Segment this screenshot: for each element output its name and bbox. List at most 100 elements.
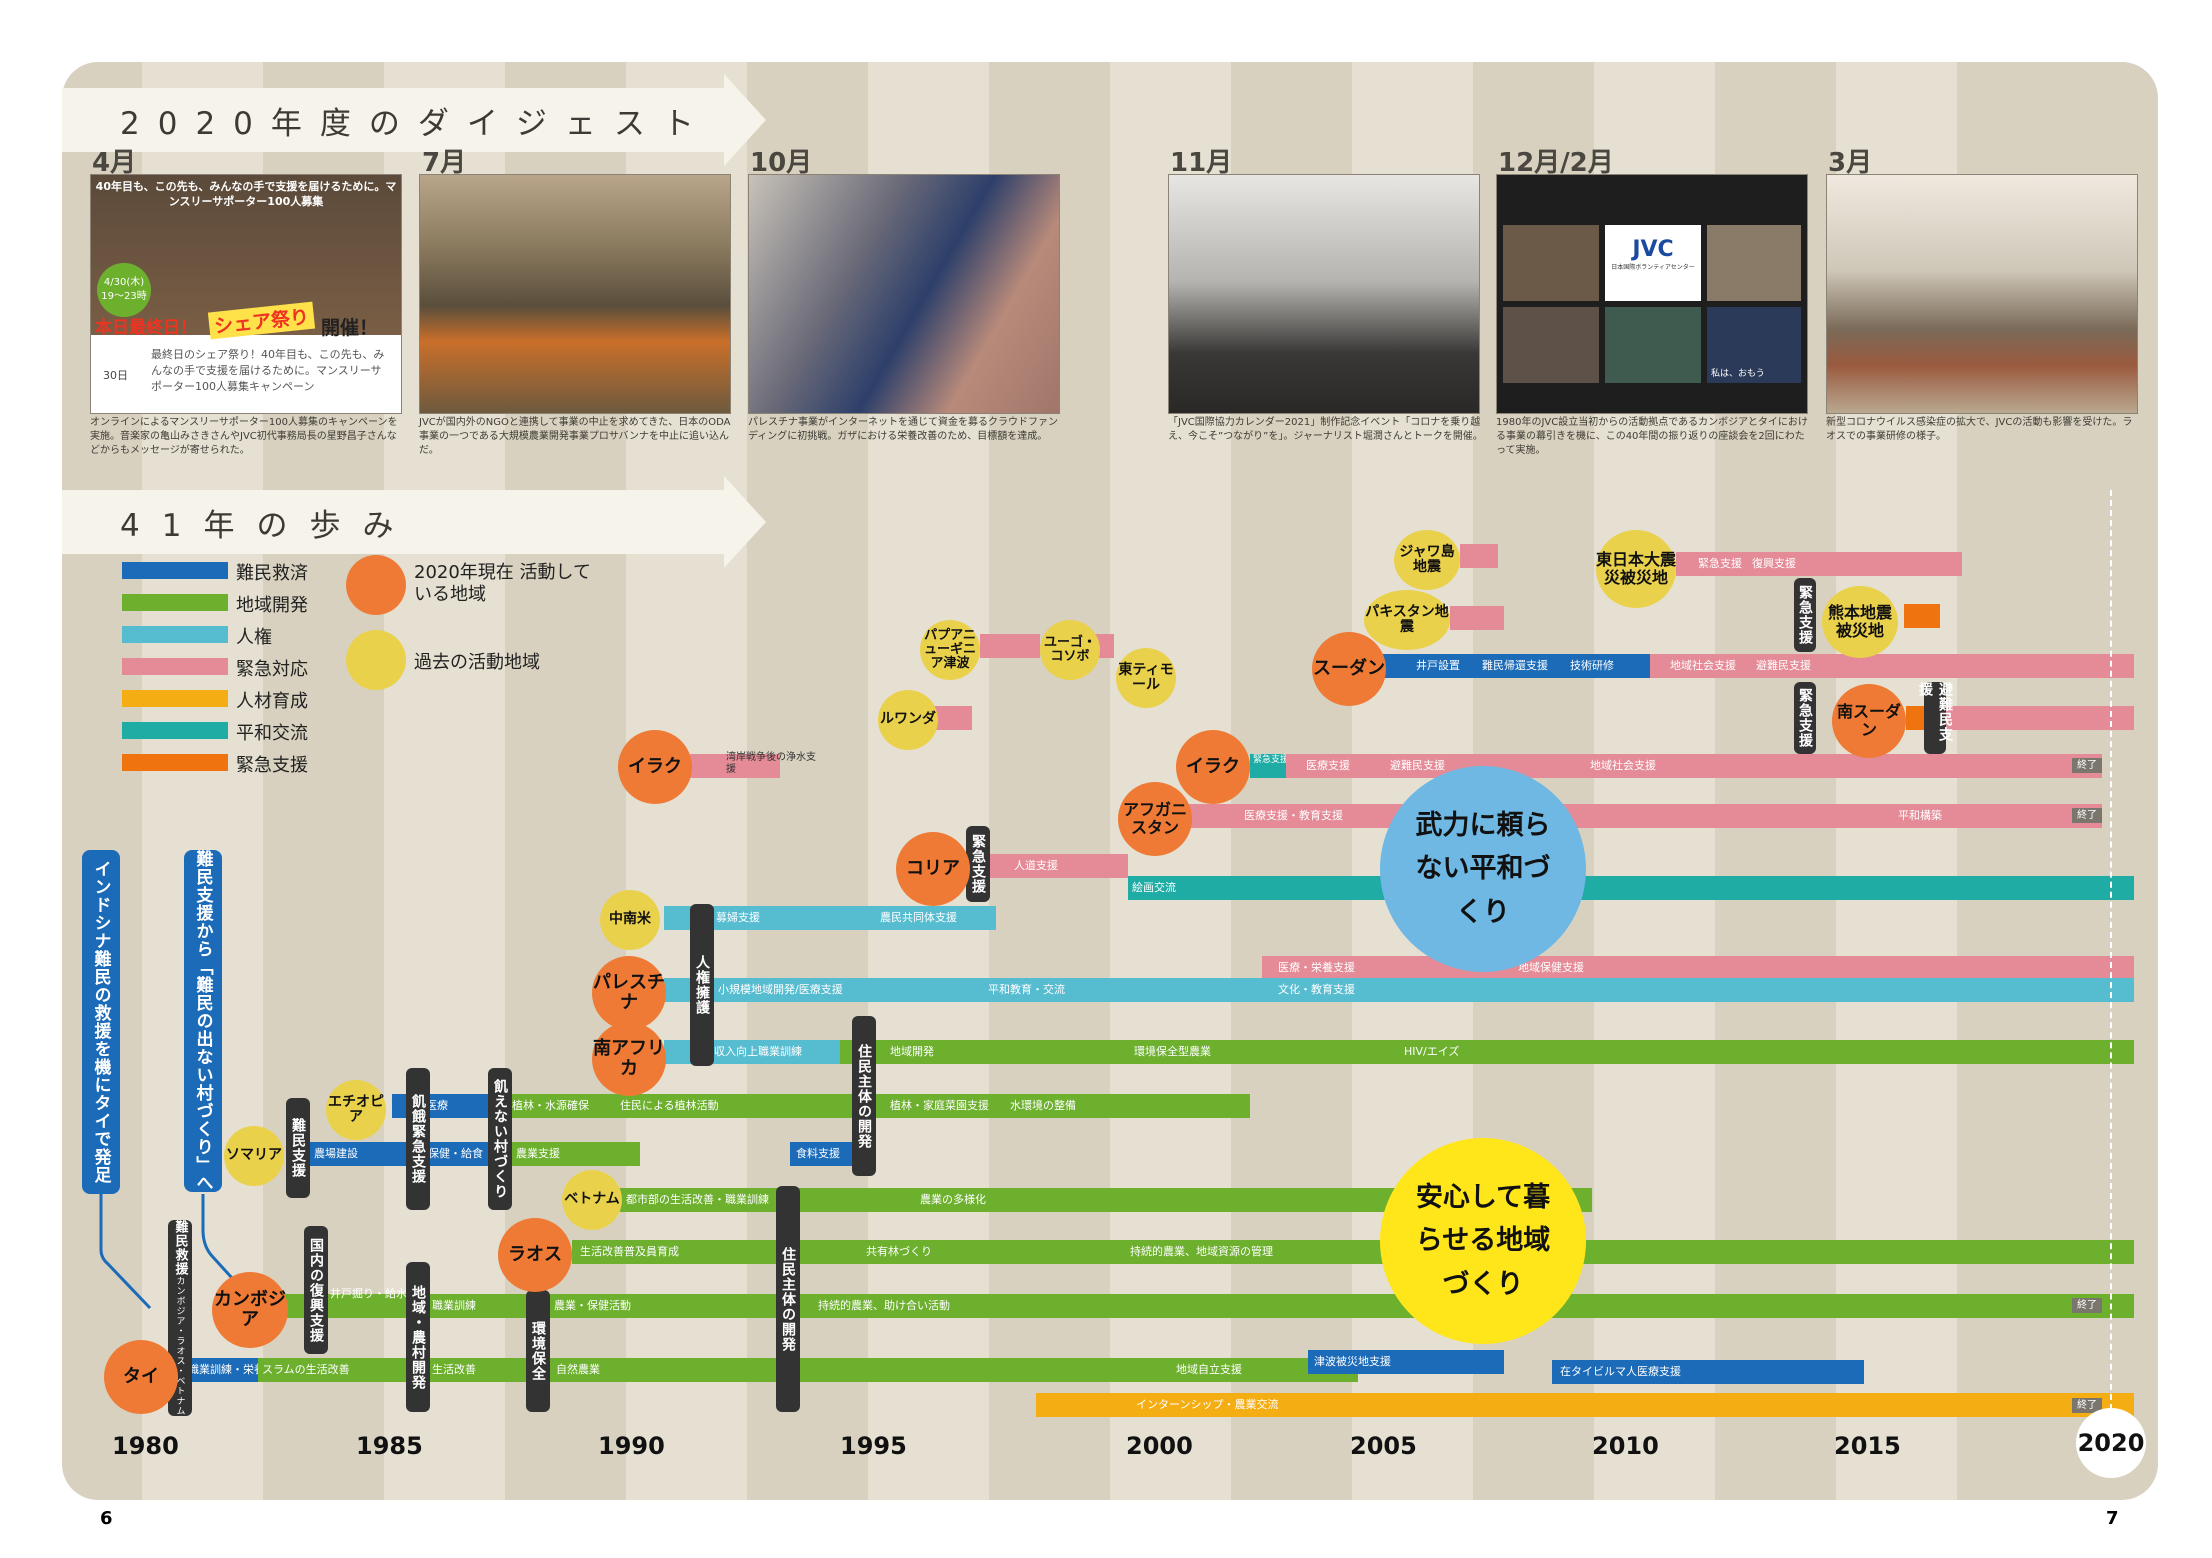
end-tag: 終了 bbox=[2072, 1298, 2102, 1313]
bar-ssudan-1 bbox=[1906, 706, 1928, 730]
bar-label: 技術研修 bbox=[1570, 659, 1614, 672]
bar-internship: インターンシップ・農業交流 bbox=[1036, 1393, 2134, 1417]
bar-laos bbox=[572, 1240, 2134, 1264]
calendar-event-photo bbox=[1168, 174, 1480, 414]
bar-label: 住民による植林活動 bbox=[620, 1099, 719, 1112]
bar-sudan-2 bbox=[1650, 654, 2134, 678]
bar-label: 持続的農業、助け合い活動 bbox=[818, 1299, 950, 1312]
bar-label: 地域自立支援 bbox=[1176, 1363, 1242, 1376]
bar-label: 絵画交流 bbox=[1132, 881, 1176, 894]
bar-label: 人道支援 bbox=[1014, 859, 1058, 872]
bar-label: 共有林づくり bbox=[866, 1245, 932, 1258]
callout-text: 難民支援から「難民の出ない村づくり」へ bbox=[192, 850, 213, 1192]
circle-timor: 東ティモール bbox=[1116, 648, 1176, 708]
circle-thai: タイ bbox=[104, 1340, 178, 1414]
bar-label: 地域保健支援 bbox=[1518, 961, 1584, 974]
legend-circle-current bbox=[346, 555, 406, 615]
circle-laos: ラオス bbox=[498, 1218, 572, 1292]
bar-iraq-2 bbox=[1286, 754, 2102, 778]
circle-papua: パプアニューギニア津波 bbox=[920, 620, 980, 680]
callout-text: インドシナ難民の救援を機にタイで発足 bbox=[90, 860, 111, 1184]
circle-kumamoto: 熊本地震被災地 bbox=[1822, 586, 1898, 658]
bar-thai-2 bbox=[258, 1358, 1358, 1382]
zoom-tile bbox=[1707, 225, 1801, 301]
bar-label: 平和教育・交流 bbox=[988, 983, 1065, 996]
bar-tohoku bbox=[1676, 552, 1962, 576]
bar-label: 避難民支援 bbox=[1390, 759, 1445, 772]
calendar-day: 30日 bbox=[103, 369, 128, 382]
digest-title-arrow: 2020年度のダイジェスト bbox=[62, 74, 766, 166]
circle-congo: ユーゴ・コソボ bbox=[1040, 620, 1100, 680]
zoom-name: 私は、おもう bbox=[1711, 369, 1765, 379]
digest-month: 11月 bbox=[1170, 148, 1233, 178]
vlabel-text: 住民主体の開発 bbox=[856, 1043, 872, 1149]
banner-headline: 40年目も、この先も、みんなの手で支援を届けるために。マンスリーサポーター100… bbox=[95, 180, 397, 208]
zoom-tile: 私は、おもう bbox=[1707, 307, 1801, 383]
page-number-right: 7 bbox=[2106, 1508, 2119, 1529]
legend-label: 緊急支援 bbox=[236, 755, 308, 776]
date-badge: 4/30(木) 19〜23時 bbox=[97, 263, 151, 317]
circle-vietnam: ベトナム bbox=[562, 1170, 622, 1230]
legend-label: 人材育成 bbox=[236, 691, 308, 712]
vlabel-text: 住民主体の開発 bbox=[780, 1246, 796, 1352]
banner-body: 最終日のシェア祭り！40年目も、この先も、みんなの手で支援を届けるために。マンス… bbox=[151, 348, 385, 393]
vlabel: 住民主体の開発 bbox=[852, 1016, 876, 1176]
bar-cambodia bbox=[262, 1294, 2134, 1318]
circle-afghanistan: アフガニスタン bbox=[1118, 782, 1192, 856]
vlabel-text: 飢えない村づくり bbox=[492, 1079, 508, 1199]
legend-swatch bbox=[122, 562, 228, 579]
legend-circle-past bbox=[346, 630, 406, 690]
zoom-tile bbox=[1605, 307, 1701, 383]
callout-connector bbox=[99, 1194, 234, 1310]
theme-peace-text: 武力に頼らない平和づくり bbox=[1415, 810, 1551, 928]
bar-label: 緊急支援 bbox=[1253, 755, 1290, 765]
theme-community-text: 安心して暮らせる地域づくり bbox=[1415, 1182, 1551, 1300]
year-2020-line bbox=[2110, 490, 2112, 1420]
bar-somalia-3: 農業支援 bbox=[508, 1142, 640, 1166]
vlabel: 緊急支援 bbox=[966, 826, 990, 902]
prosavana-photo bbox=[419, 174, 731, 414]
bar-label: 都市部の生活改善・職業訓練 bbox=[626, 1193, 769, 1206]
bar-label: 収入向上職業訓練 bbox=[714, 1045, 802, 1058]
bar-label: 食料支援 bbox=[796, 1147, 840, 1160]
bar-pakistan bbox=[1450, 606, 1504, 630]
bar-label: 募婦支援 bbox=[716, 911, 760, 924]
bar-label: 湾岸戦争後の浄水支援 bbox=[726, 752, 816, 775]
bar-label: 持続的農業、地域資源の管理 bbox=[1130, 1245, 1273, 1258]
circle-tohoku: 東日本大震災被災地 bbox=[1596, 530, 1676, 608]
bar-label: 水環境の整備 bbox=[1010, 1099, 1076, 1112]
legend-circle-label: 過去の活動地域 bbox=[414, 652, 540, 673]
vlabel: 避難民支援 bbox=[1917, 682, 1953, 754]
bar-label: 医療 bbox=[426, 1099, 448, 1112]
circle-sudan: スーダン bbox=[1312, 632, 1386, 706]
vlabel-text: 緊急支援 bbox=[970, 834, 986, 894]
vlabel: 緊急支援 bbox=[1794, 578, 1816, 652]
bar-palestine-pink bbox=[1262, 956, 2134, 980]
bar-label: 農民共同体支援 bbox=[880, 911, 957, 924]
vlabel: 飢えない村づくり bbox=[488, 1068, 512, 1210]
vlabel-text: 環境保全 bbox=[530, 1321, 546, 1381]
vlabel-text: 緊急支援 bbox=[1797, 688, 1813, 748]
bar-label: 環境保全型農業 bbox=[1134, 1045, 1211, 1058]
vlabel: 環境保全 bbox=[526, 1290, 550, 1412]
bar-iraq-1: 緊急支援 bbox=[1250, 754, 1290, 778]
digest-caption: JVCが国内外のNGOと連携して事業の中止を求めてきた、日本のODA事業の一つで… bbox=[419, 417, 731, 456]
bar-thai-tsunami: 津波被災地支援 bbox=[1308, 1350, 1504, 1374]
bar-label: スラムの生活改善 bbox=[262, 1363, 350, 1376]
bar-label: インターンシップ・農業交流 bbox=[1136, 1398, 1279, 1411]
zoom-tile bbox=[1503, 225, 1599, 301]
digest-month: 10月 bbox=[750, 148, 813, 178]
legend-swatch bbox=[122, 594, 228, 611]
circle-iraq-2003: イラク bbox=[1176, 730, 1250, 804]
bar-label: 津波被災地支援 bbox=[1314, 1355, 1391, 1368]
legend-circle-label: 2020年現在 活動している地域 bbox=[414, 562, 591, 605]
vlabel-text: 飢餓緊急支援 bbox=[410, 1094, 426, 1184]
bar-label: 井戸設置 bbox=[1416, 659, 1460, 672]
digest-caption: パレスチナ事業がインターネットを通じて資金を募るクラウドファンディングに初挑戦。… bbox=[748, 417, 1058, 442]
bar-somalia-4: 食料支援 bbox=[790, 1142, 858, 1166]
circle-korea: コリア bbox=[896, 832, 970, 906]
vlabel-text: 緊急支援 bbox=[1797, 585, 1813, 645]
legend-label: 緊急対応 bbox=[236, 659, 308, 680]
digest-month: 7月 bbox=[422, 148, 467, 178]
zoom-tile bbox=[1503, 307, 1599, 383]
